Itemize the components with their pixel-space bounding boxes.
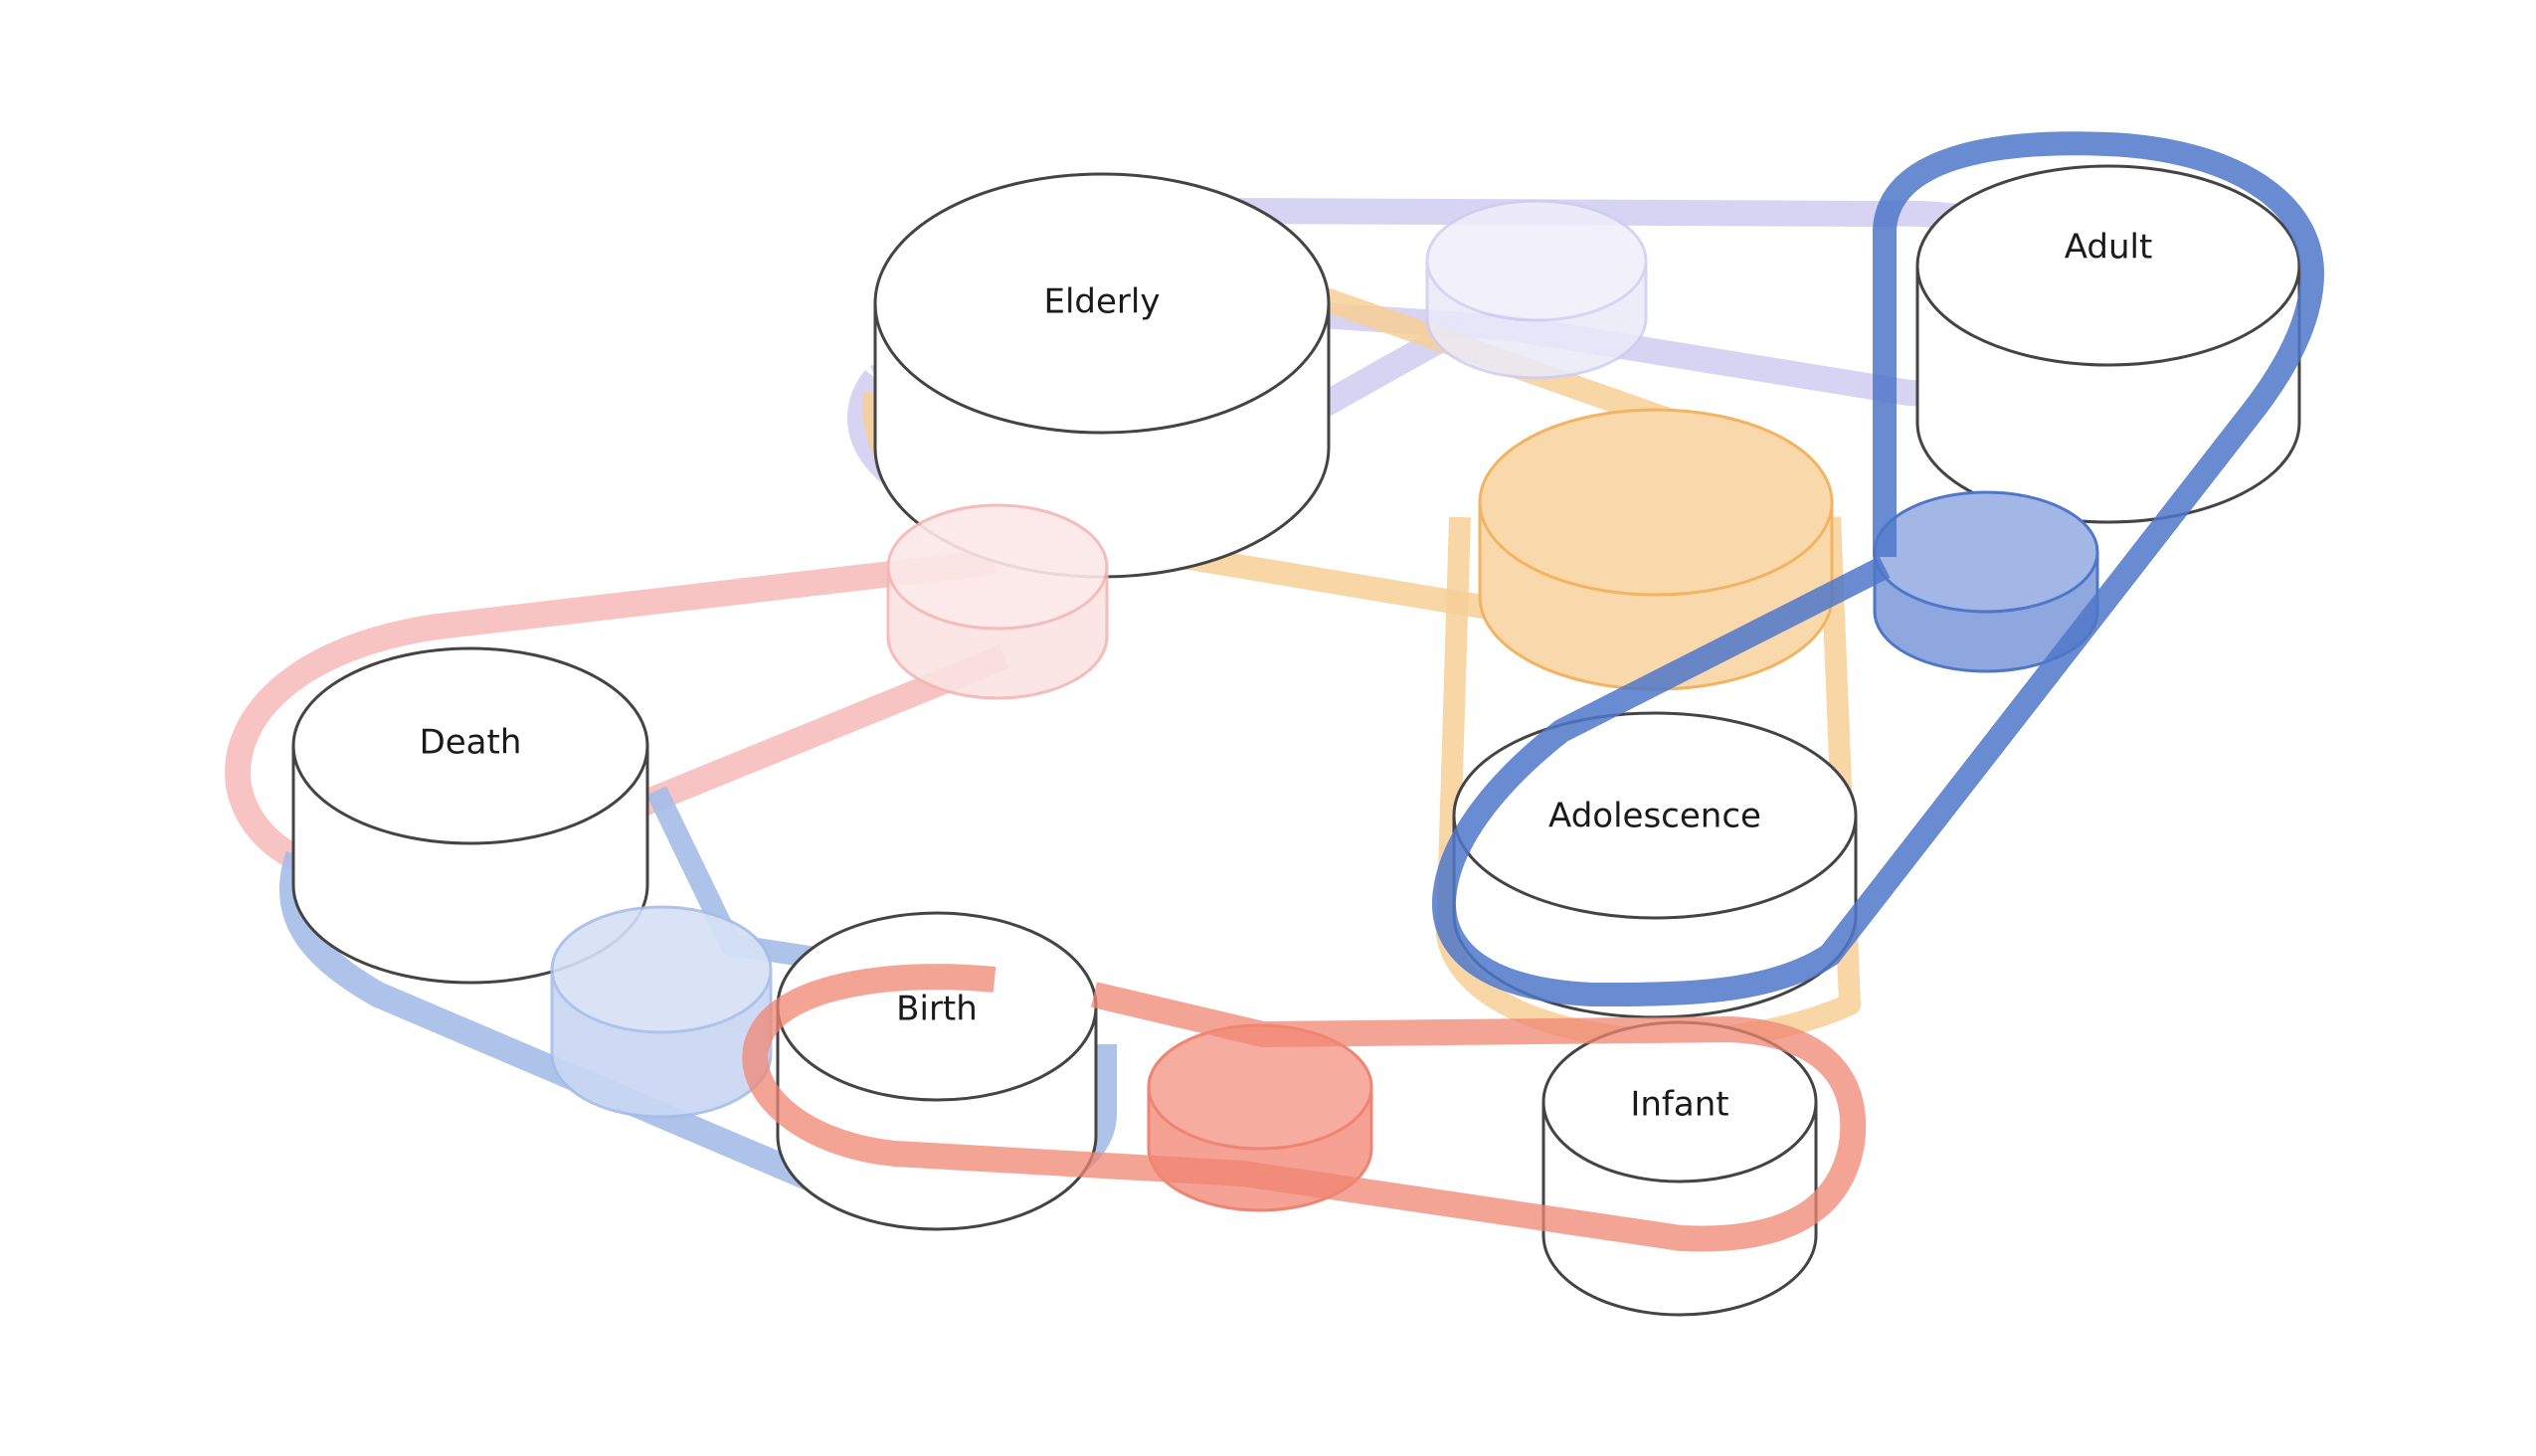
stage-label-elderly: Elderly (1044, 282, 1161, 322)
pulley-birth: Birth (776, 911, 1098, 1231)
pulley-infant: Infant (1541, 1020, 1818, 1317)
belt-coral (742, 964, 1867, 1252)
idler-lightblue (550, 905, 773, 1119)
stage-label-adult: Adult (2065, 228, 2153, 268)
pulley-death: Death (291, 646, 649, 985)
stage-label-death: Death (420, 723, 522, 763)
stage-label-birth: Birth (896, 990, 978, 1029)
pulley-orange-large (1478, 408, 1834, 691)
pulley-adolescence: Adolescence (1452, 711, 1858, 1019)
stage-label-adolescence: Adolescence (1548, 797, 1761, 836)
stage-label-infant: Infant (1630, 1085, 1728, 1125)
idler-pink (886, 503, 1109, 700)
belt-blue (1431, 131, 2324, 1006)
pulley-adult: Adult (1915, 164, 2301, 524)
idler-blue (1873, 490, 2099, 673)
idler-lavender (1425, 199, 1648, 380)
